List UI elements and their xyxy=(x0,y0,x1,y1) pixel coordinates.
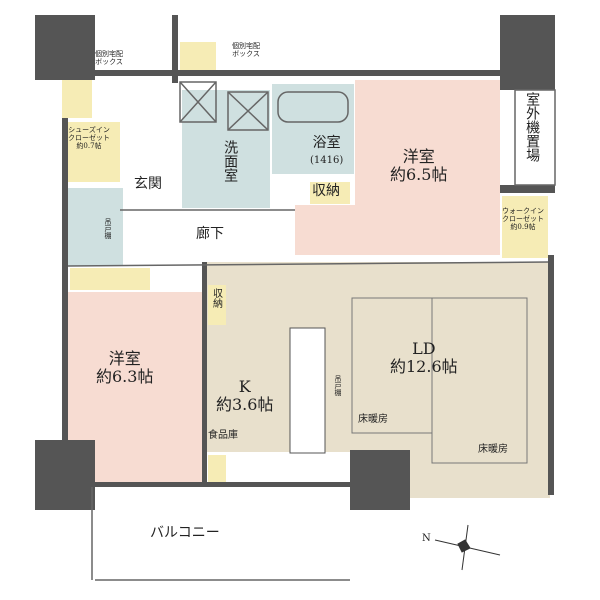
storage-label-1: 収納 xyxy=(312,183,340,199)
hanging-shelf-label-2: 吊戸棚 xyxy=(334,375,343,396)
text: 約0.7帖 xyxy=(76,142,102,151)
text: 約0.9帖 xyxy=(510,223,536,232)
text: LD xyxy=(412,339,436,358)
pantry-fill xyxy=(208,455,226,483)
bathroom-fill xyxy=(272,84,354,174)
bedroom-1-fill-lower xyxy=(295,205,360,255)
text: K xyxy=(238,377,251,396)
text: 約12.6帖 xyxy=(390,357,458,377)
text: シューズイン xyxy=(68,126,110,134)
outdoor-unit-label: 室外機置場 xyxy=(524,92,541,162)
washroom-fill xyxy=(182,90,270,208)
text: 洋室 xyxy=(108,349,141,368)
text: クローゼット xyxy=(502,215,544,224)
kitchen-counter xyxy=(289,327,326,454)
text: 個別宅配 xyxy=(95,50,123,58)
floor-heating-label-1: 床暖房 xyxy=(358,414,388,425)
bedroom-1-fill xyxy=(355,80,500,255)
hallway-label: 廊下 xyxy=(196,226,224,242)
compass-icon xyxy=(434,524,501,571)
wic-fill xyxy=(502,196,548,258)
floor-heating-area-2 xyxy=(431,297,528,464)
text: 約6.3帖 xyxy=(96,367,154,387)
text: 約6.5帖 xyxy=(390,165,448,185)
ld-fill-lower xyxy=(410,450,550,498)
washroom-label: 洗面室 xyxy=(222,140,239,182)
walk-in-closet-label: ウォークインクローゼット約0.9帖 xyxy=(502,207,544,231)
text: ボックス xyxy=(95,58,123,67)
closet-fill xyxy=(70,268,150,290)
text: 浴室 xyxy=(312,135,341,151)
bathroom-label: 浴室 (1416) xyxy=(310,135,343,167)
delivery-box-label-2: 個別宅配ボックス xyxy=(232,42,260,58)
text: 洋室 xyxy=(402,147,435,166)
delivery-box-label-1: 個別宅配ボックス xyxy=(95,50,123,66)
text: クローゼット xyxy=(68,134,110,143)
shoe-closet-label: シューズインクローゼット約0.7帖 xyxy=(68,126,110,150)
box1-fill xyxy=(62,80,92,118)
entrance-label: 玄関 xyxy=(134,176,162,192)
bedroom-1-label: 洋室約6.5帖 xyxy=(390,147,448,185)
pantry-label: 食品庫 xyxy=(208,430,238,441)
storage-label-2: 収納 xyxy=(210,288,222,308)
compass-north-label: N xyxy=(422,533,431,544)
text: ボックス xyxy=(232,50,260,59)
shoe-closet-fill xyxy=(68,122,120,182)
text: 約3.6帖 xyxy=(216,395,274,415)
balcony-label: バルコニー xyxy=(150,525,220,541)
text: 個別宅配 xyxy=(232,42,260,50)
floor-heating-label-2: 床暖房 xyxy=(478,444,508,455)
hanging-shelf-label-1: 吊戸棚 xyxy=(104,218,113,239)
text: (1416) xyxy=(310,155,344,167)
ld-fill xyxy=(205,262,550,452)
bedroom-2-label: 洋室約6.3帖 xyxy=(96,349,154,387)
storage2-fill xyxy=(208,285,226,325)
box2-fill xyxy=(180,42,216,70)
storage-fill xyxy=(310,182,350,204)
toilet-fill xyxy=(68,188,123,266)
text: ウォークイン xyxy=(502,207,544,215)
